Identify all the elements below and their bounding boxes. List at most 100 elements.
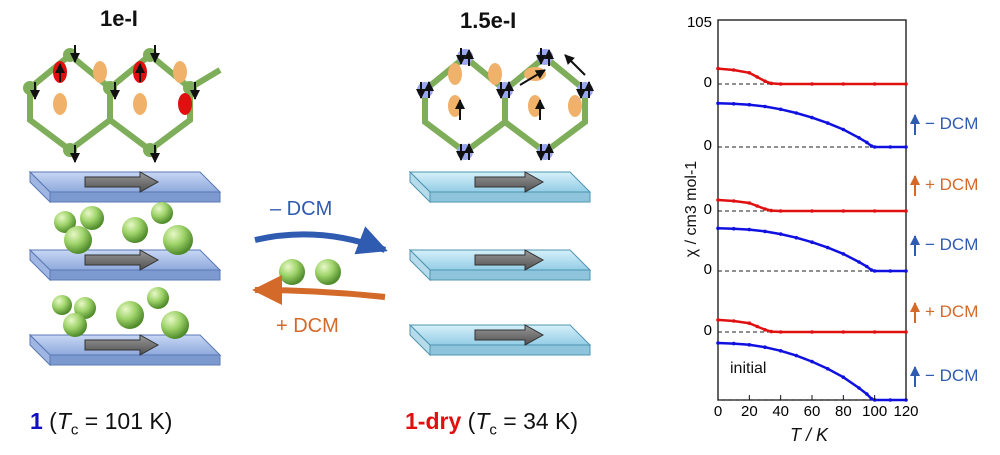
data-point: [841, 330, 846, 334]
x-tick-label: 20: [741, 403, 758, 420]
dcm-molecule: [116, 301, 144, 329]
series-line: [717, 227, 906, 273]
y-tick-label: 105: [687, 14, 712, 31]
series-line: [717, 102, 906, 149]
middle-title: 1.5e-I: [460, 8, 517, 33]
caption-text: T: [475, 408, 490, 434]
data-point: [888, 398, 893, 402]
node-mid: [417, 82, 433, 98]
caption-text: (: [461, 408, 476, 434]
spin-direction-arrow: [474, 249, 545, 271]
dcm-molecule: [64, 226, 92, 254]
dcm-molecule: [63, 313, 87, 337]
data-point: [716, 66, 720, 71]
data-point: [778, 82, 783, 86]
data-point: [763, 229, 767, 234]
data-point: [857, 260, 861, 264]
x-tick-label: 40: [772, 403, 789, 420]
dcm-molecule: [163, 225, 193, 255]
data-point: [904, 330, 908, 334]
data-point: [888, 269, 893, 273]
node-mid: [537, 49, 553, 65]
data-point: [731, 102, 736, 106]
node-mid: [457, 144, 473, 160]
series-line: [717, 318, 906, 334]
x-tick-label: 60: [804, 403, 821, 420]
data-point: [763, 328, 767, 332]
data-point: [794, 111, 799, 115]
data-point: [872, 209, 877, 213]
data-point: [716, 198, 720, 202]
y-tick-label: 0: [704, 261, 712, 278]
dcm-molecule: [52, 295, 72, 315]
sheet-layer: [28, 170, 222, 204]
data-point: [888, 145, 893, 149]
caption-text: c: [489, 421, 497, 439]
data-point: [865, 392, 869, 396]
data-point: [755, 204, 759, 208]
spin-direction-arrow: [84, 334, 160, 356]
data-point: [778, 107, 783, 112]
caption-text: = 34 K): [496, 408, 579, 434]
data-point: [872, 330, 877, 334]
data-point: [841, 209, 846, 213]
dcm-molecule-pair: [279, 259, 341, 285]
data-point: [778, 232, 783, 236]
data-point: [769, 81, 774, 86]
data-point: [763, 207, 767, 211]
data-point: [872, 82, 877, 86]
data-point: [841, 127, 846, 132]
data-point: [810, 82, 814, 86]
data-point: [825, 121, 830, 125]
adsorption-arrow: [252, 275, 386, 306]
data-point: [872, 145, 877, 149]
orange-orbital: [93, 61, 107, 83]
data-point: [731, 319, 736, 323]
data-point: [747, 201, 752, 205]
data-point: [865, 264, 869, 269]
right-label-2: + DCM: [925, 175, 979, 194]
x-tick-label: 100: [862, 403, 887, 420]
data-point: [778, 349, 783, 353]
data-point: [747, 343, 752, 347]
left-title: 1e-I: [100, 6, 138, 31]
dcm-molecule: [315, 259, 341, 285]
data-point: [904, 209, 908, 213]
data-point: [869, 144, 874, 148]
dry-sheet-layer: [408, 170, 592, 204]
dcm-molecule: [151, 202, 173, 224]
data-point: [716, 101, 720, 106]
data-point: [763, 79, 767, 83]
x-tick-label: 120: [893, 403, 918, 420]
spin-direction-arrow: [474, 171, 545, 193]
data-point: [716, 318, 720, 322]
data-point: [794, 353, 799, 358]
orange-orbital: [173, 61, 187, 83]
node-mid: [457, 49, 473, 65]
middle-layer-stack: [408, 170, 592, 357]
node-mid: [497, 82, 513, 98]
data-point: [716, 226, 720, 231]
data-point: [857, 136, 861, 140]
spin-direction-arrow: [474, 324, 545, 346]
y-tick-label: 0: [704, 74, 712, 91]
data-point: [731, 199, 736, 203]
data-point: [747, 321, 752, 326]
orange-orbital: [448, 63, 462, 85]
red-orbital: [178, 93, 192, 115]
data-point: [731, 226, 736, 231]
orange-orbital: [488, 63, 502, 85]
right-label-5: − DCM: [925, 366, 979, 385]
arrow-top-label: – DCM: [270, 198, 333, 220]
node-mid: [537, 144, 553, 160]
data-point: [810, 330, 814, 334]
data-point: [810, 115, 814, 120]
data-point: [904, 145, 908, 149]
left-network: [23, 45, 222, 163]
caption-text: = 101 K): [78, 408, 173, 434]
left-layer-stack: [28, 170, 222, 367]
right-label-4: + DCM: [925, 302, 979, 321]
dcm-molecule: [279, 259, 305, 285]
data-point: [841, 375, 846, 380]
